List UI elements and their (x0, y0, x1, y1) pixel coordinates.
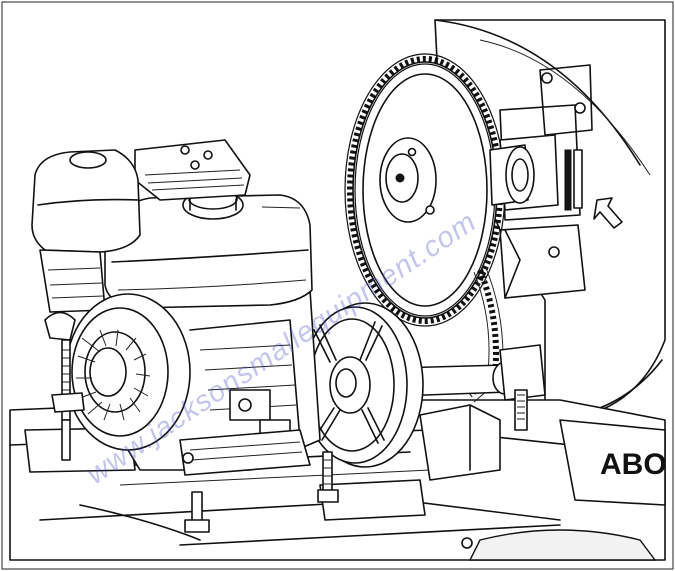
mounting-bolts (51, 339, 473, 549)
recoil-starter (65, 293, 191, 451)
brand-label: ABO (600, 448, 667, 481)
v-belt-pulley (302, 302, 424, 468)
direction-arrow (593, 197, 623, 229)
drive-sprocket (352, 61, 498, 319)
engine (31, 139, 321, 476)
drum-housing (434, 19, 666, 421)
